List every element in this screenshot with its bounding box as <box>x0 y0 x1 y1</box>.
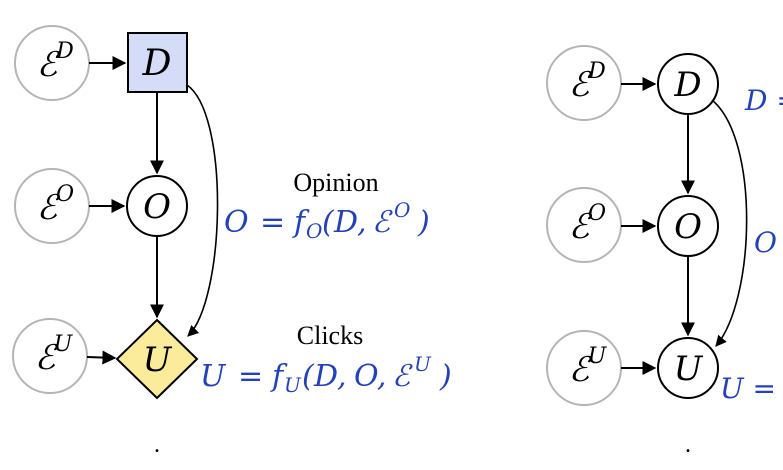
svg-text:U: U <box>200 359 227 394</box>
left-decision-node: D <box>127 32 188 93</box>
left-exo-u-node: ℰ U <box>12 318 88 394</box>
left-utility-label: U <box>143 340 173 380</box>
right-exo-u-base: ℰ <box>569 350 593 390</box>
svg-text:ℰ: ℰ <box>392 359 413 394</box>
left-opinion-node: O <box>126 175 188 237</box>
right-decision-node: D <box>657 53 719 115</box>
svg-text:O,: O, <box>354 359 386 394</box>
left-exo-d-sup: D <box>55 39 74 64</box>
svg-text:=: = <box>260 205 285 240</box>
right-edge-d-to-u <box>711 99 748 347</box>
svg-text:ℰ: ℰ <box>372 205 393 240</box>
right-exo-d-sup: D <box>587 59 606 84</box>
left-exo-d-base: ℰ <box>37 45 61 85</box>
right-exo-d-base: ℰ <box>569 65 593 105</box>
left-exo-u-sup: U <box>54 332 74 357</box>
right-opinion-label: O <box>674 207 702 247</box>
left-exo-u-base: ℰ <box>35 338 59 378</box>
svg-text:D,: D, <box>333 205 367 240</box>
svg-text:U: U <box>414 352 432 376</box>
right-exo-o-node: ℰ O <box>546 187 622 263</box>
svg-text:U: U <box>284 373 302 397</box>
svg-text:): ) <box>417 205 430 240</box>
right-exo-d-node: ℰ D <box>546 45 622 121</box>
right-exo-o-sup: O <box>588 201 606 226</box>
left-utility-node: U <box>115 318 199 400</box>
left-exo-o-sup: O <box>56 182 74 207</box>
svg-text:D,: D, <box>313 359 347 394</box>
right-diagram: ℰ D ℰ O ℰ U D O U D = <box>546 45 783 458</box>
right-opinion-equation-fragment: O <box>754 226 777 259</box>
svg-text:(: ( <box>322 205 335 240</box>
left-clicks-caption: Clicks <box>297 321 363 350</box>
right-decision-equation-fragment: D = <box>744 84 783 117</box>
left-exo-d-node: ℰ D <box>14 25 90 101</box>
right-utility-equation-fragment: U = <box>720 372 776 405</box>
left-exo-o-base: ℰ <box>37 188 61 228</box>
right-exo-u-sup: U <box>588 344 608 369</box>
left-clicks-equation: U = f U ( D, O, ℰ U ) <box>200 352 452 397</box>
right-exo-u-node: ℰ U <box>546 330 622 406</box>
left-diagram: ℰ D ℰ O ℰ U D O U <box>12 25 452 458</box>
left-footer-mark: . <box>154 432 160 458</box>
left-edge-exo-u-to-u <box>86 350 117 365</box>
svg-text:O: O <box>306 219 322 243</box>
left-exo-o-node: ℰ O <box>14 168 90 244</box>
right-decision-label: D <box>673 65 701 105</box>
left-opinion-caption: Opinion <box>293 168 378 197</box>
right-utility-label: U <box>674 349 704 389</box>
left-decision-label: D <box>142 43 172 84</box>
right-footer-mark: . <box>685 432 691 458</box>
right-opinion-node: O <box>657 195 719 257</box>
left-opinion-equation: O = f O ( D, ℰ O ) <box>224 198 430 243</box>
svg-text:O: O <box>394 198 410 222</box>
right-utility-node: U <box>657 337 719 399</box>
left-opinion-label: O <box>143 187 171 227</box>
right-exo-o-base: ℰ <box>569 207 593 247</box>
svg-text:): ) <box>439 359 452 394</box>
left-edge-d-to-u <box>186 84 219 337</box>
svg-text:(: ( <box>302 359 315 394</box>
svg-text:O: O <box>224 205 249 240</box>
svg-text:=: = <box>238 359 263 394</box>
